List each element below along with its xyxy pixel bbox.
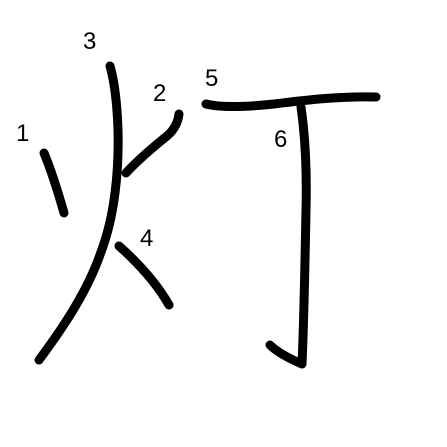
stroke-3-path xyxy=(34,61,123,365)
stroke-4-path xyxy=(114,241,174,310)
stroke-2-path xyxy=(121,109,184,178)
stroke-6-path xyxy=(265,102,311,369)
stroke-1-path xyxy=(39,148,69,218)
stroke-number-1: 1 xyxy=(16,120,29,147)
stroke-5-path xyxy=(201,92,381,112)
stroke-number-5: 5 xyxy=(205,65,218,92)
stroke-number-4: 4 xyxy=(140,225,153,252)
stroke-number-2: 2 xyxy=(153,80,166,107)
stroke-number-3: 3 xyxy=(83,28,96,55)
stroke-number-6: 6 xyxy=(274,126,287,153)
